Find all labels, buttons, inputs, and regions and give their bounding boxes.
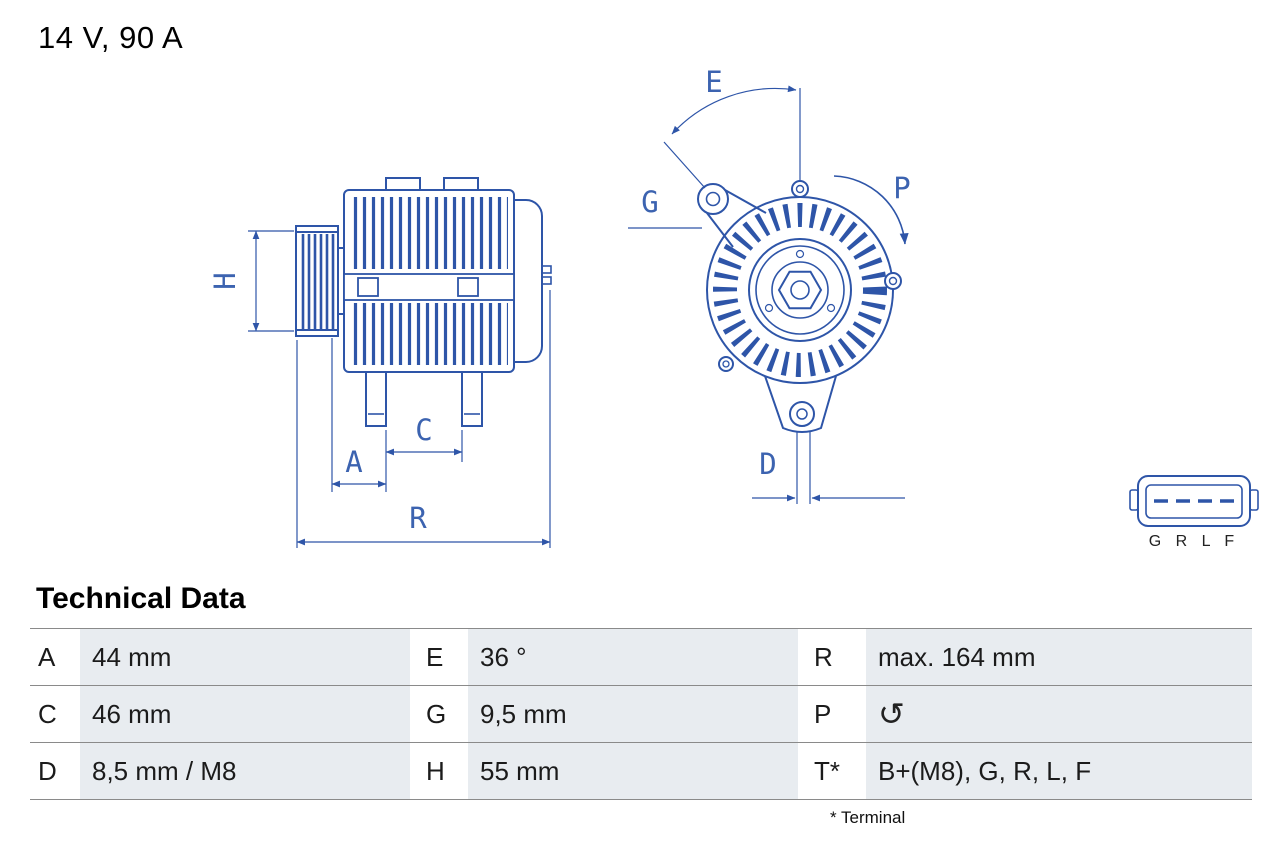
technical-drawing: H A C R E G P D G R L F bbox=[208, 65, 1259, 550]
dim-label-e: E bbox=[705, 65, 722, 99]
param-key-d: D bbox=[38, 755, 57, 786]
dim-label-p: P bbox=[893, 171, 910, 205]
front-view-dimensions bbox=[628, 85, 909, 504]
param-key-p: P bbox=[814, 698, 832, 729]
param-value-e: 36 ° bbox=[468, 629, 798, 685]
dim-label-a: A bbox=[345, 445, 362, 479]
dim-label-r: R bbox=[409, 501, 427, 535]
dim-label-c: C bbox=[415, 413, 432, 447]
terminal-footnote: * Terminal bbox=[830, 808, 906, 827]
technical-data-section: Technical Data A 44 mm E 36 ° R max. 164… bbox=[30, 582, 1252, 828]
table-row: D 8,5 mm / M8 H 55 mm T* B+(M8), G, R, L… bbox=[30, 742, 1252, 800]
pulley-grooves bbox=[301, 234, 335, 330]
dim-label-g: G bbox=[641, 185, 658, 219]
shaft-nut bbox=[777, 270, 823, 310]
plug-connector bbox=[1129, 475, 1259, 527]
param-value-a: 44 mm bbox=[80, 629, 410, 685]
dimension-labels: H A C R E G P D bbox=[208, 65, 911, 535]
param-value-h: 55 mm bbox=[468, 743, 798, 799]
param-key-e: E bbox=[426, 641, 444, 672]
param-key-c: C bbox=[38, 698, 57, 729]
product-rating: 14 V, 90 A bbox=[38, 20, 184, 55]
param-key-h: H bbox=[426, 755, 445, 786]
param-value-t: B+(M8), G, R, L, F bbox=[866, 743, 1252, 799]
table-row: A 44 mm E 36 ° R max. 164 mm bbox=[30, 628, 1252, 685]
dim-label-d: D bbox=[759, 447, 776, 481]
dim-label-h: H bbox=[208, 272, 242, 289]
param-key-g: G bbox=[426, 698, 447, 729]
param-value-c: 46 mm bbox=[80, 686, 410, 742]
alternator-front-view bbox=[697, 180, 902, 433]
param-key-t: T* bbox=[814, 755, 840, 786]
param-value-p: ↺ bbox=[866, 686, 1252, 742]
connector-pin-labels: G R L F bbox=[1149, 533, 1239, 550]
param-key-r: R bbox=[814, 641, 833, 672]
alternator-side-view bbox=[295, 177, 552, 427]
side-view-dimensions bbox=[248, 230, 551, 548]
param-value-r: max. 164 mm bbox=[866, 629, 1252, 685]
table-row: C 46 mm G 9,5 mm P ↺ bbox=[30, 685, 1252, 742]
table-title: Technical Data bbox=[36, 582, 246, 615]
rotation-direction-icon: ↺ bbox=[878, 695, 905, 733]
param-key-a: A bbox=[38, 641, 56, 672]
param-value-g: 9,5 mm bbox=[468, 686, 798, 742]
param-value-d: 8,5 mm / M8 bbox=[80, 743, 410, 799]
technical-drawing-svg: H A C R E G P D G R L F bbox=[208, 65, 1259, 550]
